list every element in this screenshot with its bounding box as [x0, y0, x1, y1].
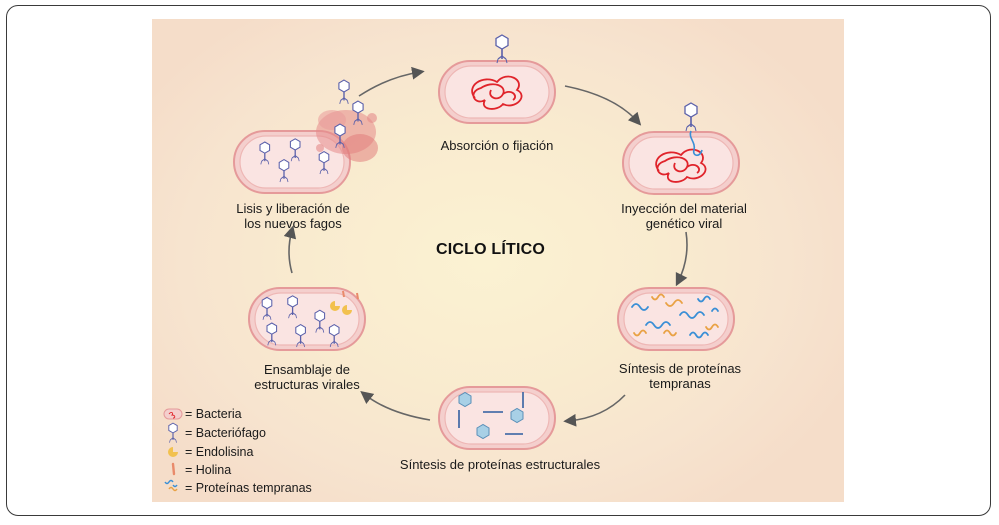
arrow-ensamblaje-to-lisis	[283, 225, 297, 274]
label-absorcion: Absorción o fijación	[440, 138, 554, 153]
phage-injecting	[684, 102, 698, 132]
dna-coil	[471, 75, 523, 110]
legend-bacteriophage-label: = Bacteriófago	[185, 426, 266, 440]
label-lisis-line2: los nuevos fagos	[244, 216, 342, 231]
cell-inyeccion	[622, 131, 740, 195]
arrow-absorcion-to-inyeccion	[564, 85, 642, 126]
legend-bacteriophage-icon	[168, 422, 178, 444]
legend-holin-label: = Holina	[185, 463, 232, 477]
legend-early-proteins-icon	[164, 479, 178, 492]
dna-coil	[655, 148, 707, 183]
arrow-inyeccion-to-tempranas	[675, 231, 688, 287]
label-ensamblaje-line1: Ensamblaje de	[264, 362, 350, 377]
arrow-tempranas-to-estructurales	[563, 394, 626, 427]
label-lisis-line1: Lisis y liberación de	[236, 201, 350, 216]
cell-estructurales	[438, 386, 556, 450]
cell-tempranas	[617, 287, 735, 351]
legend-early-proteins-label: = Proteínas tempranas	[185, 481, 312, 495]
legend-bacteria-icon	[163, 408, 183, 420]
label-estructurales: Síntesis de proteínas estructurales	[399, 457, 601, 472]
arrow-lisis-to-absorcion	[358, 66, 425, 97]
label-tempranas-line2: tempranas	[649, 376, 711, 391]
phage-docking	[495, 34, 509, 64]
legend-endolysin-icon	[168, 447, 178, 457]
legend-holin-icon	[171, 462, 176, 476]
cycle-arrows	[283, 66, 688, 427]
label-inyeccion-line1: Inyección del material	[621, 201, 747, 216]
label-tempranas-line1: Síntesis de proteínas	[618, 361, 742, 376]
cell-absorcion	[438, 60, 556, 124]
legend-bacteria-label: = Bacteria	[185, 407, 242, 421]
injected-dna	[689, 130, 703, 157]
cell-ensamblaje	[248, 287, 366, 351]
label-ensamblaje-line2: estructuras virales	[254, 377, 360, 392]
arrow-estructurales-to-ensamblaje	[360, 391, 431, 421]
legend-endolysin-label: = Endolisina	[185, 445, 254, 459]
diagram-title: CICLO LÍTICO	[436, 241, 546, 258]
label-inyeccion-line2: genético viral	[645, 216, 723, 231]
